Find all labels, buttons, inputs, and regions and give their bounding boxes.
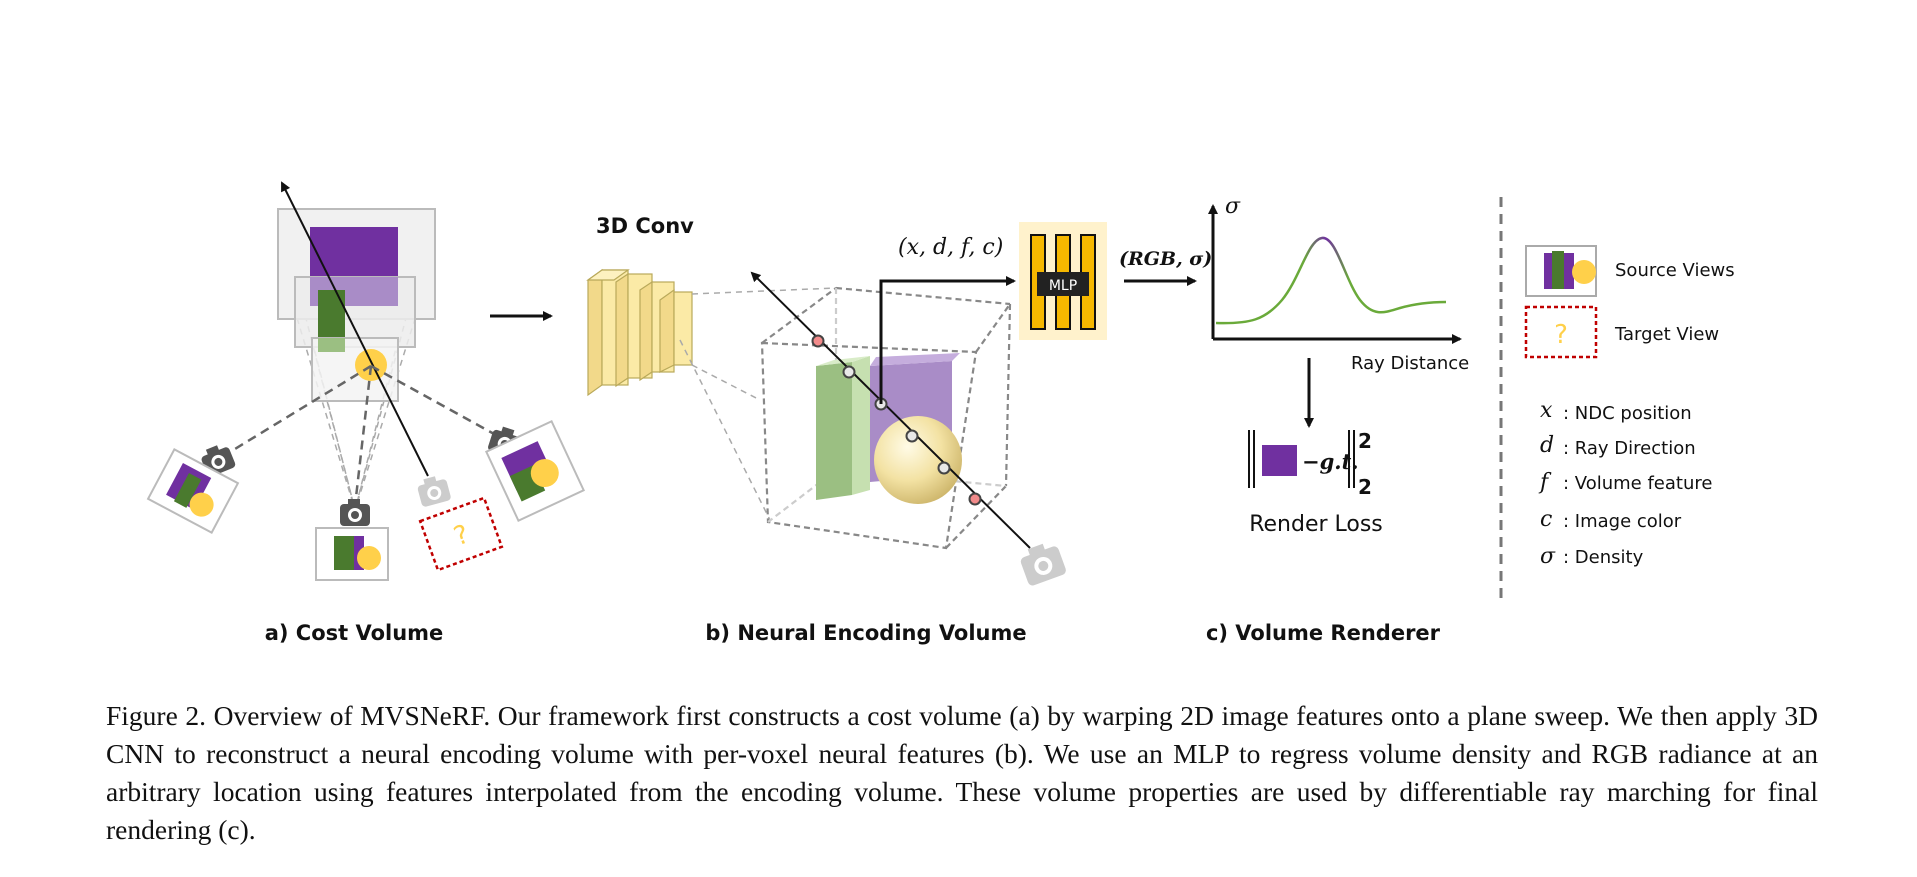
loss-superscript: 2 xyxy=(1358,429,1372,453)
volume-renderer-panel: σ Ray Distance −g.t. 2 2 Render Loss c) … xyxy=(1206,194,1469,645)
mlp-input-tuple: (x, d, f, c) xyxy=(898,235,1003,260)
camera-icon xyxy=(340,499,370,526)
legend-symbol: σ xyxy=(1540,544,1556,569)
mlp-label: MLP xyxy=(1049,278,1077,294)
legend-symbol-text: : Ray Direction xyxy=(1563,438,1696,459)
mlp-output-tuple: (RGB, σ) xyxy=(1119,248,1212,270)
camera-ray xyxy=(281,181,429,477)
source-view-image xyxy=(146,448,240,534)
target-question-mark: ? xyxy=(1554,320,1568,350)
legend-symbol: d xyxy=(1540,433,1554,458)
cost-volume-panel: ? a) Cost Volume xyxy=(146,181,586,645)
loss-gt-text: −g.t. xyxy=(1302,449,1359,474)
conv-to-volume-lines xyxy=(679,287,837,521)
legend-symbol: f xyxy=(1538,470,1552,495)
volume-objects xyxy=(816,353,962,504)
sweep-planes xyxy=(277,208,436,402)
source-view-image xyxy=(484,420,586,522)
panel-b-caption: b) Neural Encoding Volume xyxy=(705,621,1026,645)
ray-sample-points xyxy=(811,334,982,506)
source-views-label: Source Views xyxy=(1615,260,1735,281)
legend: Source Views ? Target View x : NDC posit… xyxy=(1524,245,1735,569)
target-camera-icon xyxy=(417,476,451,507)
source-views-legend-icon xyxy=(1525,245,1597,297)
target-camera-icon xyxy=(1020,543,1066,586)
loss-subscript: 2 xyxy=(1358,475,1372,499)
target-view-label: Target View xyxy=(1614,324,1719,345)
legend-symbol-text: : Density xyxy=(1563,547,1644,568)
legend-symbol-text: : Image color xyxy=(1563,511,1682,532)
panel-c-caption: c) Volume Renderer xyxy=(1206,621,1441,645)
legend-symbol: c xyxy=(1540,507,1552,532)
x-axis-label: Ray Distance xyxy=(1351,353,1469,374)
camera-projection-lines xyxy=(229,364,506,507)
figure-caption: Figure 2. Overview of MVSNeRF. Our frame… xyxy=(106,700,1818,845)
source-view-image xyxy=(315,527,389,581)
legend-symbol-text: : Volume feature xyxy=(1563,473,1712,494)
legend-symbol: x xyxy=(1540,398,1553,423)
volume-ray xyxy=(750,271,1031,549)
sample-to-mlp-arrow xyxy=(879,276,1016,404)
neural-encoding-panel: 3D Conv xyxy=(586,214,1212,645)
density-curve xyxy=(1215,236,1447,325)
3d-conv-label: 3D Conv xyxy=(596,214,694,238)
target-view-legend-icon: ? xyxy=(1524,305,1598,359)
panel-a-caption: a) Cost Volume xyxy=(265,621,444,645)
legend-symbol-text: : NDC position xyxy=(1563,403,1692,424)
target-view-image: ? xyxy=(418,496,504,572)
render-loss-expression: −g.t. 2 2 xyxy=(1248,429,1372,499)
render-loss-label: Render Loss xyxy=(1249,512,1383,537)
y-axis-label: σ xyxy=(1225,194,1241,219)
mlp-block: MLP xyxy=(1019,222,1107,340)
3d-conv-stack xyxy=(586,268,693,397)
